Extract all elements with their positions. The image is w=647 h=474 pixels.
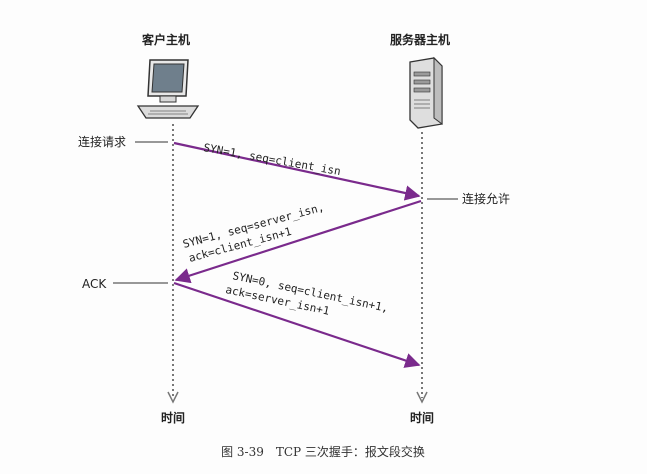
ack-arrow bbox=[173, 281, 421, 368]
syn-arrow bbox=[173, 141, 421, 201]
syn-segment-text: SYN=1, seq=client_isn bbox=[202, 141, 341, 178]
synack-arrow bbox=[174, 199, 422, 284]
figure-caption: 图 3-39 TCP 三次握手：报文段交换 bbox=[221, 444, 425, 459]
client-computer-icon bbox=[136, 59, 200, 119]
server-timeline-arrowhead bbox=[416, 391, 428, 404]
ack-segment-text: SYN=0, seq=client_isn+1, ack=server_isn+… bbox=[224, 268, 396, 331]
server-tower-icon bbox=[409, 56, 443, 129]
client-time-label: 时间 bbox=[161, 410, 185, 425]
connection-request-label: 连接请求 bbox=[78, 134, 126, 149]
server-host-label: 服务器主机 bbox=[390, 32, 450, 47]
client-host-label: 客户主机 bbox=[141, 32, 190, 47]
synack-segment-text: SYN=1, seq=server_isn, ack=client_isn+1 bbox=[181, 199, 335, 265]
ack-event-label: ACK bbox=[82, 277, 107, 291]
connection-granted-label: 连接允许 bbox=[462, 191, 510, 206]
client-timeline-arrowhead bbox=[167, 391, 179, 404]
server-time-label: 时间 bbox=[410, 410, 434, 425]
